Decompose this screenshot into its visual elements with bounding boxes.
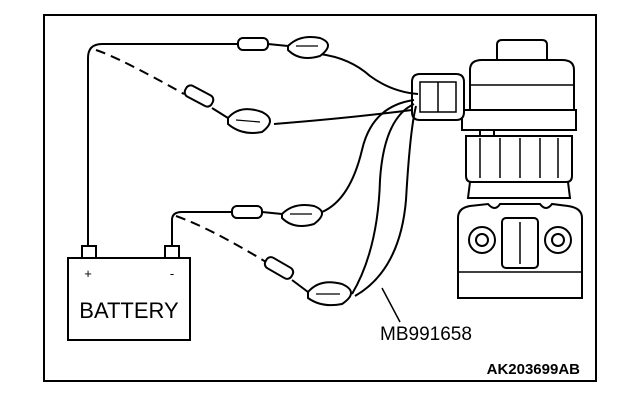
positive-post (81, 245, 97, 259)
dashed-leads (95, 49, 267, 263)
valve-connector (411, 73, 465, 121)
battery-positive-sign: + (84, 266, 92, 281)
harness-leader-line (381, 287, 401, 323)
clip-bottom-plug (263, 256, 352, 307)
egr-valve (457, 39, 583, 299)
test-harness-wires (87, 43, 419, 297)
battery-label: BATTERY (79, 298, 179, 323)
battery-body (67, 257, 191, 341)
figure-border (43, 14, 597, 382)
harness-label: MB991658 (380, 324, 472, 345)
battery-negative-sign: - (170, 266, 174, 281)
negative-post (164, 245, 180, 259)
figure-code: AK203699AB (487, 361, 581, 378)
clip-top-plug (237, 36, 329, 59)
clip-middle-plug (231, 204, 323, 227)
clip-second-plug (183, 84, 271, 134)
battery: + - BATTERY (67, 245, 191, 341)
